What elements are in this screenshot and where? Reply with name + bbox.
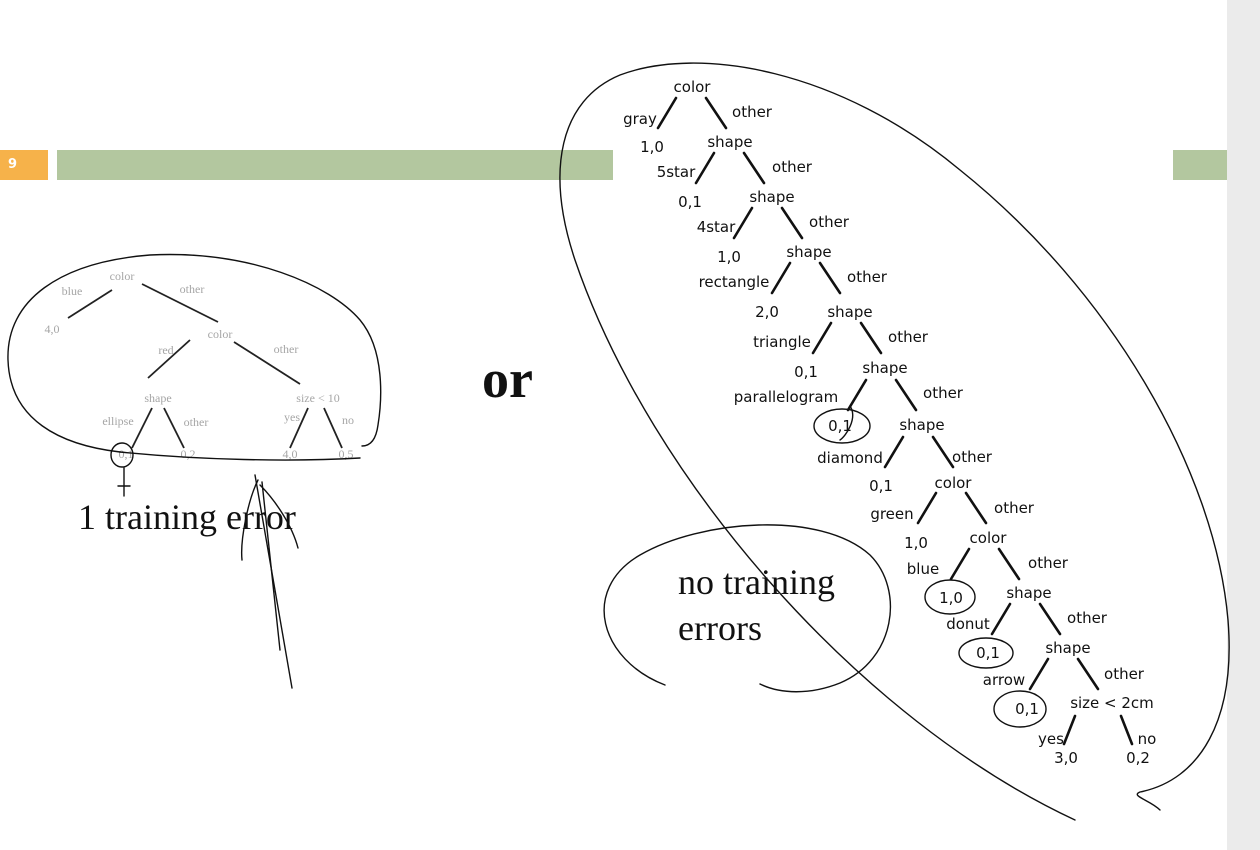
right-leaf: 0,1: [1015, 700, 1039, 718]
left-branch-other: other: [274, 342, 299, 356]
left-branch-ellipse: ellipse: [102, 414, 133, 428]
header-bar-left: [57, 150, 613, 180]
right-branch-other: other: [1067, 609, 1108, 627]
right-branch-gray: gray: [623, 110, 657, 128]
left-branch-blue: blue: [62, 284, 83, 298]
left-branch-other: other: [184, 415, 209, 429]
right-branch-yes: yes: [1038, 730, 1064, 748]
left-leaf: 0,5: [339, 447, 354, 461]
right-node: shape: [786, 243, 831, 261]
left-leaf: 4,0: [283, 447, 298, 461]
right-leaf: 0,1: [794, 363, 818, 381]
left-ink-marks: [7, 253, 382, 689]
left-node-root: color: [110, 269, 135, 283]
left-annotation: 1 training error: [78, 497, 296, 537]
left-branch-no: no: [342, 413, 354, 427]
right-tree: color shape shape shape shape shape shap…: [623, 78, 1156, 767]
right-leaf: 1,0: [904, 534, 928, 552]
right-branch-other: other: [888, 328, 929, 346]
right-branch-donut: donut: [946, 615, 990, 633]
right-leaf: 0,1: [828, 417, 852, 435]
right-annotation-line2: errors: [678, 608, 762, 648]
left-node-size: size < 10: [296, 391, 339, 405]
right-branch-other: other: [732, 103, 773, 121]
right-branch-other: other: [923, 384, 964, 402]
right-branch-other: other: [772, 158, 813, 176]
right-node: size < 2cm: [1070, 694, 1154, 712]
left-leaf: 4,0: [45, 322, 60, 336]
left-node-shape: shape: [144, 391, 171, 405]
right-branch-5star: 5star: [657, 163, 696, 181]
right-annotation-line1: no training: [678, 562, 835, 602]
right-branch-other: other: [809, 213, 850, 231]
left-leaf: 0,2: [181, 447, 196, 461]
right-leaf: 0,1: [976, 644, 1000, 662]
left-node-color: color: [208, 327, 233, 341]
right-node: shape: [707, 133, 752, 151]
left-branch-red: red: [158, 343, 173, 357]
left-leaf: 0,1: [119, 447, 134, 461]
right-node: shape: [827, 303, 872, 321]
right-node: shape: [1045, 639, 1090, 657]
right-branch-blue: blue: [907, 560, 939, 578]
right-leaf-circle: [924, 579, 976, 615]
right-node: shape: [749, 188, 794, 206]
right-branch-triangle: triangle: [753, 333, 811, 351]
right-branch-parallelogram: parallelogram: [734, 388, 838, 406]
right-leaf: 2,0: [755, 303, 779, 321]
right-leaf: 1,0: [939, 589, 963, 607]
right-node: shape: [1006, 584, 1051, 602]
right-leaf-circle: [993, 690, 1047, 728]
right-leaf: 0,1: [869, 477, 893, 495]
right-branch-other: other: [1028, 554, 1069, 572]
right-branch-rectangle: rectangle: [699, 273, 770, 291]
right-branch-other: other: [994, 499, 1035, 517]
header-bar-right: [1173, 150, 1227, 180]
right-branch-other: other: [952, 448, 993, 466]
right-node: color: [970, 529, 1008, 547]
right-node: color: [674, 78, 712, 96]
right-leaf: 1,0: [640, 138, 664, 156]
slide-number: 9: [0, 150, 48, 180]
right-leaf-circle: [813, 408, 871, 444]
right-branch-other: other: [1104, 665, 1145, 683]
or-label: or: [482, 349, 533, 409]
right-branch-diamond: diamond: [817, 449, 883, 467]
right-branch-4star: 4star: [697, 218, 736, 236]
scroll-strip: [1227, 0, 1260, 850]
right-branch-arrow: arrow: [983, 671, 1025, 689]
right-leaf: 3,0: [1054, 749, 1078, 767]
right-leaf: 1,0: [717, 248, 741, 266]
left-branch-yes: yes: [284, 410, 300, 424]
left-tree: color color shape size < 10 blue other r…: [45, 269, 355, 537]
left-branch-other: other: [180, 282, 205, 296]
right-branch-green: green: [870, 505, 913, 523]
right-leaf: 0,2: [1126, 749, 1150, 767]
right-leaf: 0,1: [678, 193, 702, 211]
right-ink-marks: [559, 62, 1230, 821]
right-node: color: [935, 474, 973, 492]
right-branch-other: other: [847, 268, 888, 286]
right-node: shape: [862, 359, 907, 377]
right-leaf-circle: [958, 637, 1014, 669]
left-error-circle: [110, 442, 134, 468]
right-node: shape: [899, 416, 944, 434]
right-branch-no: no: [1138, 730, 1157, 748]
